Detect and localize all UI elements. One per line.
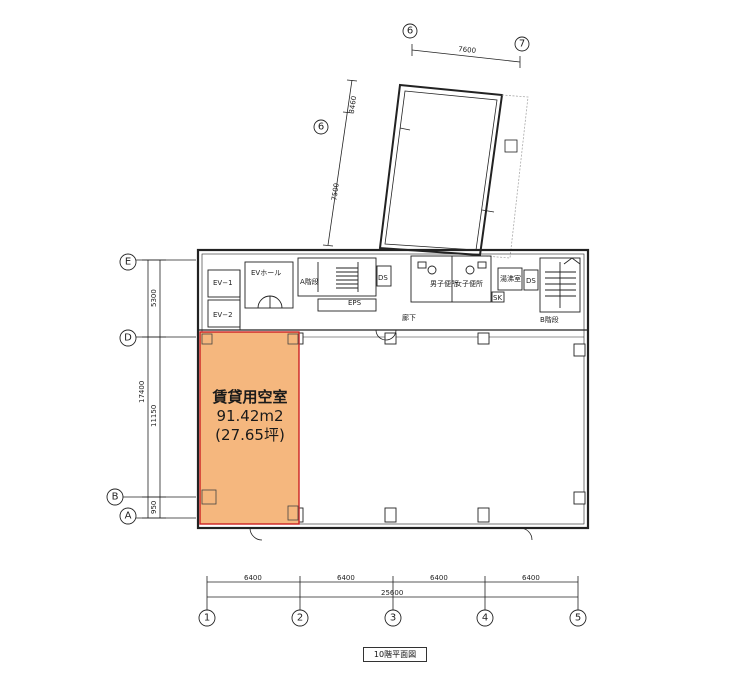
rental-label: 賃貸用空室 91.42m2 (27.65坪) — [200, 388, 300, 445]
grid-label-E: E — [125, 257, 131, 268]
dim-left-5300: 5300 — [150, 289, 158, 307]
grid-label-3: 3 — [390, 613, 396, 624]
room-label-eps: EPS — [348, 299, 362, 307]
core-rooms — [207, 255, 581, 330]
room-label-stair-a: A階段 — [300, 277, 319, 286]
grid-label-1: 1 — [204, 613, 210, 624]
grid-bubble-D — [119, 329, 137, 347]
rental-area-tsubo: (27.65坪) — [215, 426, 285, 444]
room-label-ev2: EV−2 — [213, 311, 233, 319]
grid-bubble-4 — [476, 609, 494, 627]
grid-bubble-E — [119, 253, 137, 271]
dim-annex-3460: 3460 — [348, 95, 358, 114]
room-label-toilet-f: 女子便所 — [455, 279, 483, 288]
grid-label-7-top: 7 — [519, 39, 525, 50]
room-label-corridor: 廊下 — [402, 313, 416, 322]
dim-annex-7500: 7500 — [330, 183, 340, 202]
grid-bubble-6-side — [313, 119, 329, 135]
grid-label-5: 5 — [575, 613, 581, 624]
grid-bubble-6-top — [402, 23, 418, 39]
main-building — [196, 248, 590, 530]
dim-left-11150: 11150 — [150, 405, 158, 427]
grid-label-6-side: 6 — [318, 122, 324, 133]
bottom-dimension — [206, 576, 579, 610]
floor-caption: 10階平面図 — [363, 647, 427, 662]
rental-title: 賃貸用空室 — [212, 388, 288, 406]
room-label-stair-b: B階段 — [540, 315, 559, 324]
dim-bottom-2-3: 6400 — [337, 574, 355, 582]
grid-label-B: B — [112, 492, 119, 503]
dim-bottom-total: 25600 — [381, 589, 403, 597]
annex-block — [322, 44, 529, 259]
grid-label-2: 2 — [297, 613, 303, 624]
room-label-sk: SK — [493, 294, 502, 302]
grid-bubble-A — [119, 507, 137, 525]
grid-label-A: A — [125, 511, 132, 522]
dim-left-950: 950 — [150, 501, 158, 514]
room-label-ev1: EV−1 — [213, 279, 233, 287]
room-label-ds-left: DS — [378, 274, 388, 282]
room-label-toilet-m: 男子便所 — [430, 279, 458, 288]
grid-label-6-top: 6 — [407, 26, 413, 37]
dim-annex-7600: 7600 — [458, 45, 477, 55]
grid-bubble-3 — [384, 609, 402, 627]
rental-area-m2: 91.42m2 — [216, 407, 284, 425]
dim-left-total: 17400 — [138, 381, 146, 403]
dim-bottom-3-4: 6400 — [430, 574, 448, 582]
grid-bubble-7-top — [514, 36, 530, 52]
dim-bottom-4-5: 6400 — [522, 574, 540, 582]
grid-bubble-5 — [569, 609, 587, 627]
left-dimension — [120, 259, 196, 519]
rental-space-details — [201, 333, 299, 521]
grid-bubble-B — [106, 488, 124, 506]
rental-space[interactable] — [199, 331, 300, 525]
grid-bubble-2 — [291, 609, 309, 627]
dim-bottom-1-2: 6400 — [244, 574, 262, 582]
grid-label-4: 4 — [482, 613, 488, 624]
room-label-ev-hall: EVホール — [251, 269, 281, 277]
room-label-ds-right: DS — [526, 277, 536, 285]
grid-label-D: D — [124, 333, 132, 344]
room-label-pantry: 湯沸室 — [500, 274, 521, 283]
grid-bubble-1 — [198, 609, 216, 627]
